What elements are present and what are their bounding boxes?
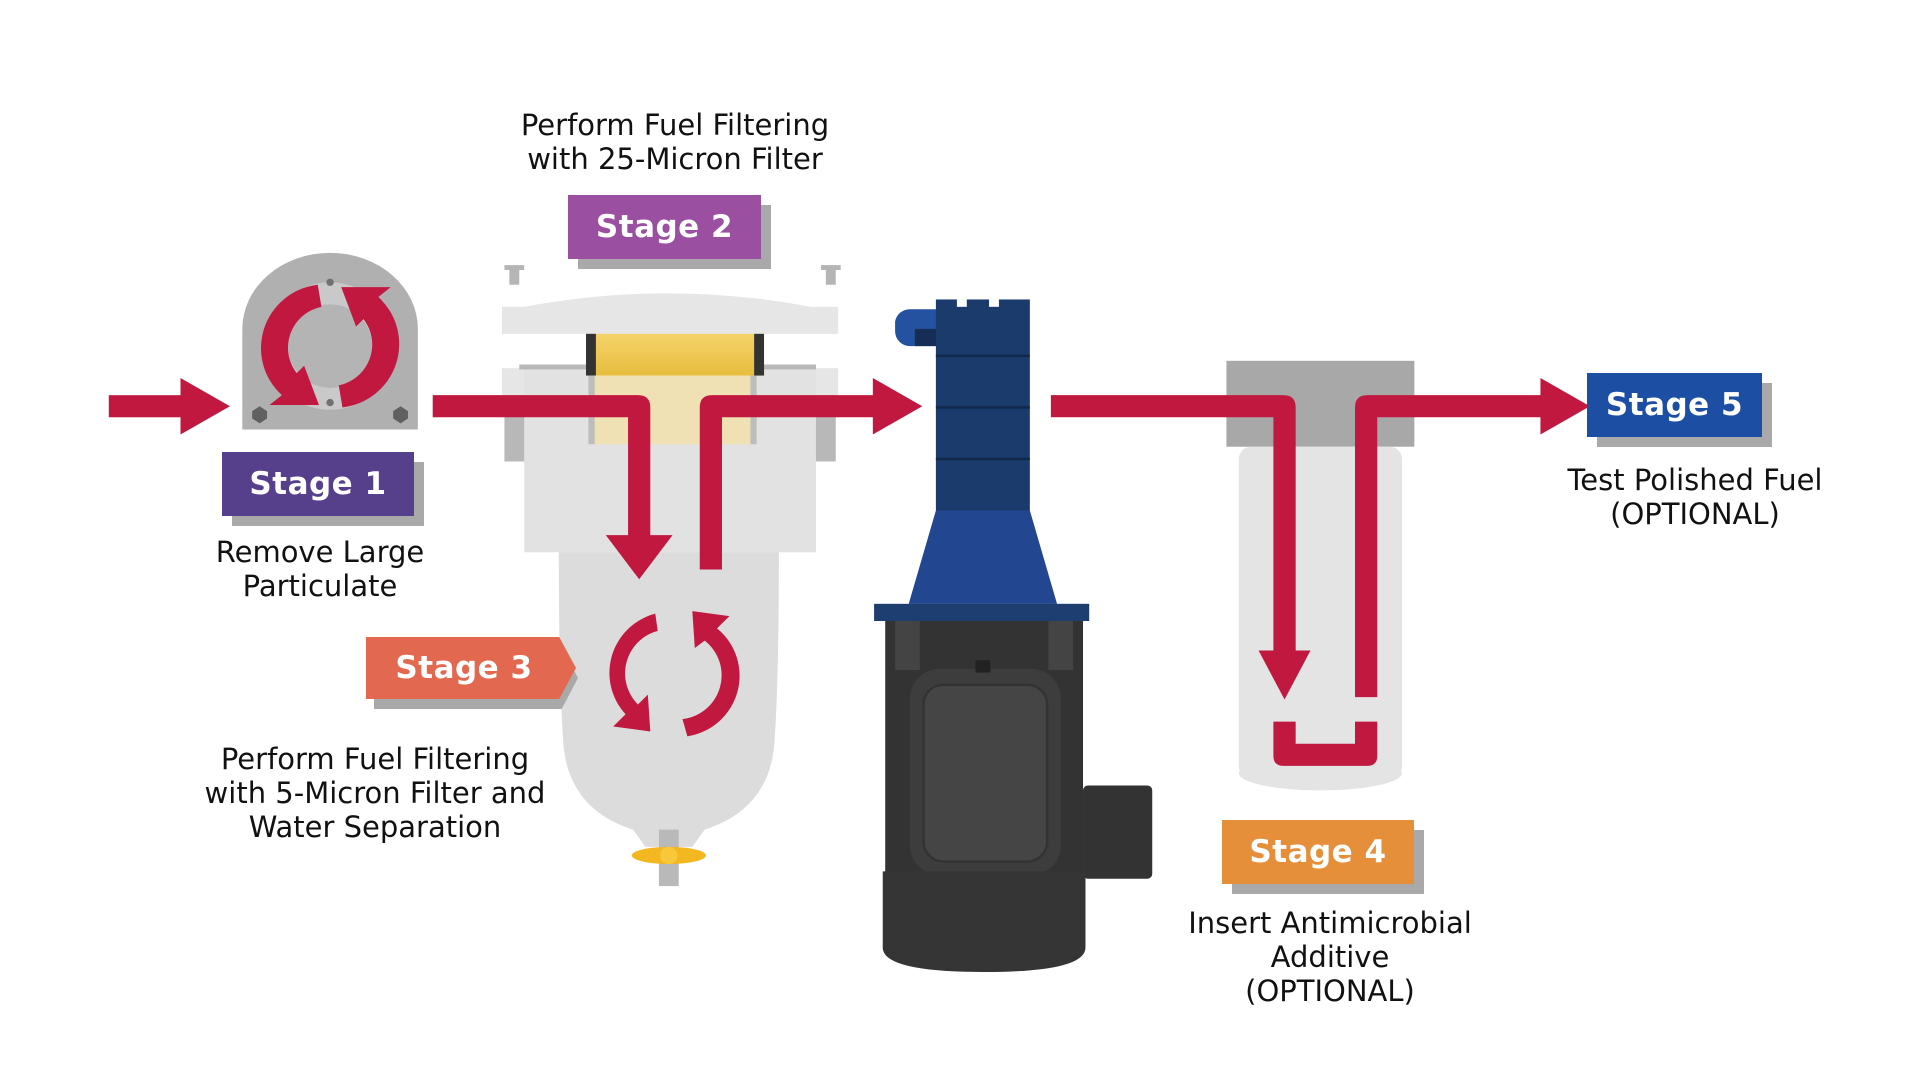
flow-arrow-stage2-out: [699, 378, 923, 570]
water-separator-bowl-icon: [558, 552, 779, 887]
stage5-description: Test Polished Fuel (OPTIONAL): [1567, 463, 1823, 531]
stage1-description: Remove Large Particulate: [215, 535, 425, 603]
rotary-pump-icon: [242, 252, 418, 430]
stage2-description: Perform Fuel Filtering with 25-Micron Fi…: [520, 108, 830, 176]
flow-arrow-stage4: [1050, 360, 1590, 791]
stage4-badge: Stage 4: [1222, 820, 1414, 884]
rotation-arrows-icon: [609, 611, 740, 737]
stage4-description: Insert Antimicrobial Additive (OPTIONAL): [1188, 906, 1472, 1008]
stage3-badge-wrap: Stage 3: [366, 637, 586, 709]
stage2-badge: Stage 2: [568, 195, 761, 259]
stage5-badge: Stage 5: [1587, 373, 1762, 437]
stage3-description: Perform Fuel Filtering with 5-Micron Fil…: [204, 742, 546, 844]
filter-element-icon: [586, 333, 765, 445]
stage1-badge: Stage 1: [222, 452, 414, 516]
inlet-arrow-icon: [108, 378, 230, 435]
transfer-pump-icon: [874, 299, 1153, 972]
flow-arrow-stage2-in: [432, 395, 673, 580]
stage3-badge: Stage 3: [366, 637, 576, 699]
